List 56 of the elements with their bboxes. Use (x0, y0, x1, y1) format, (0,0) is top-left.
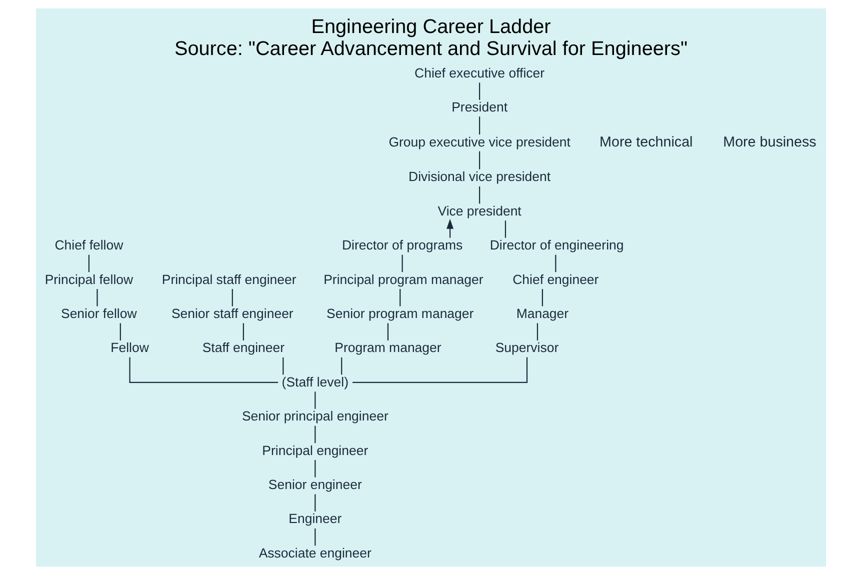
connector (314, 528, 316, 546)
connector (387, 323, 389, 340)
node-text: President (452, 100, 508, 115)
connector (479, 151, 480, 170)
arrow (446, 218, 454, 238)
node-text: Senior principal engineer (242, 408, 388, 424)
connector (504, 220, 506, 238)
node-text: Divisional vice president (408, 169, 551, 184)
connector (232, 289, 233, 306)
node-text: Supervisor (495, 340, 559, 356)
connector (341, 357, 342, 375)
node-text: Chief fellow (54, 238, 124, 253)
node-text: Senior engineer (268, 476, 362, 492)
connector (479, 116, 480, 135)
connector (88, 254, 90, 272)
node-text: Director of engineering (490, 238, 624, 253)
connector (352, 357, 528, 383)
connector (479, 186, 480, 204)
caption: Source: "Career Advancement and Survival for Engineers" (174, 38, 688, 60)
node-text: (Staff level) (282, 374, 348, 390)
connector (314, 392, 316, 409)
node-text: Associate engineer (258, 545, 372, 560)
node-text: Chief engineer (512, 272, 599, 287)
node-text: Fellow (110, 340, 149, 356)
node-text: Senior program manager (326, 306, 474, 321)
connector (242, 323, 244, 340)
connector (120, 323, 121, 340)
connector (129, 357, 278, 383)
node-text: Manager (516, 306, 569, 321)
node-text: Chief executive officer (414, 65, 545, 80)
node-text: Principal staff engineer (162, 272, 296, 287)
node-text: Principal program manager (324, 272, 484, 287)
node-text: Principal fellow (44, 272, 134, 287)
connector (96, 289, 98, 306)
connector (314, 460, 316, 478)
connector (479, 82, 480, 100)
connector (314, 426, 316, 444)
node-text: Director of programs (342, 238, 463, 253)
connector (536, 323, 538, 340)
connector (282, 357, 284, 375)
node-text: Senior fellow (61, 306, 137, 321)
diagram-title: Engineering Career Ladder (311, 16, 551, 38)
connector (314, 494, 316, 512)
connector (555, 254, 556, 272)
connector (402, 254, 403, 272)
node-text: Engineer (288, 511, 342, 526)
node-text: Vice president (438, 203, 522, 218)
node-text: Senior staff engineer (171, 306, 294, 321)
node-text: Staff engineer (202, 340, 285, 356)
node-text: Principal engineer (262, 442, 368, 458)
node-text: Group executive vice president (388, 134, 570, 150)
connector (542, 289, 543, 306)
label: More technical (600, 134, 693, 151)
label: More business (723, 134, 816, 151)
connector (400, 289, 401, 306)
node-text: Program manager (334, 340, 442, 356)
